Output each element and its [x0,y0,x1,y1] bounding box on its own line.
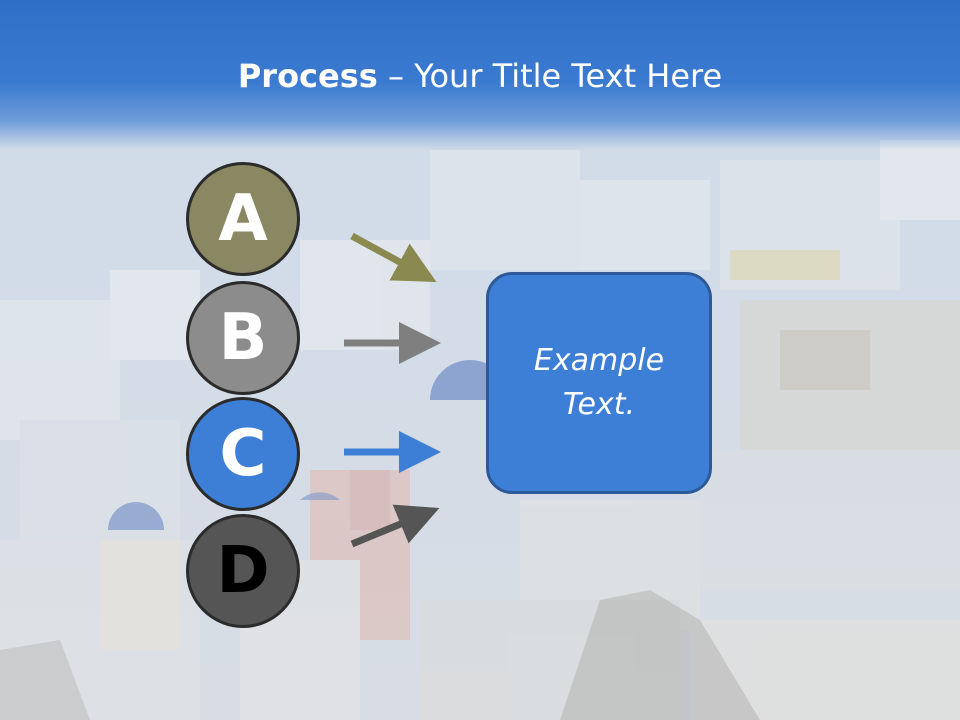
page-title: Process – Your Title Text Here [0,52,960,100]
step-letter-d: D [216,534,270,608]
title-rest: – Your Title Text Here [377,57,723,95]
step-circle-b: B [186,281,300,395]
step-circle-c: C [186,397,300,511]
step-letter-c: C [219,417,267,491]
title-band [0,0,960,150]
example-text: Example Text. [533,343,665,422]
step-circle-d: D [186,514,300,628]
step-letter-b: B [218,301,268,375]
arrow-d [350,504,440,548]
example-text-box: Example Text. [486,272,712,494]
step-circle-a: A [186,162,300,276]
arrow-a [350,232,437,283]
step-letter-a: A [218,182,268,256]
title-bold: Process [237,57,378,95]
